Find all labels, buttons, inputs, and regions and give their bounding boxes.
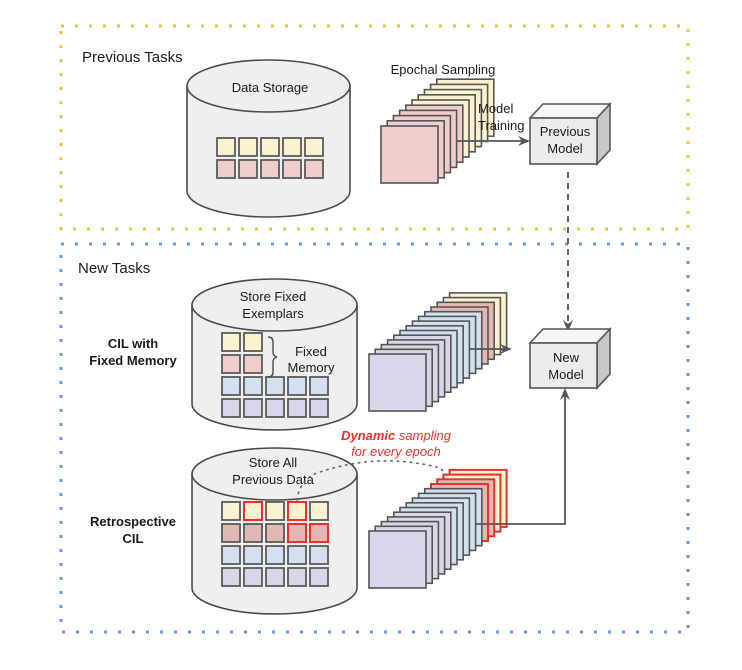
new-model-label-1: New bbox=[553, 350, 580, 365]
cil-fixed-label-1: CIL with bbox=[108, 336, 158, 351]
stack-layer bbox=[380, 125, 439, 184]
data-cell bbox=[309, 545, 329, 565]
data-cell bbox=[265, 376, 285, 396]
new-tasks-title: New Tasks bbox=[78, 260, 150, 277]
dynamic-sampling-stack bbox=[368, 468, 508, 589]
model-training-label-2: Training bbox=[478, 118, 524, 133]
data-cell bbox=[265, 523, 285, 543]
data-cell bbox=[260, 137, 280, 157]
selected-cell bbox=[287, 501, 307, 521]
data-cell bbox=[282, 159, 302, 179]
all-data-grid bbox=[221, 501, 329, 587]
fixed-memory-grid bbox=[221, 332, 329, 418]
dynamic-sampling-label: Dynamic sampling bbox=[341, 428, 452, 443]
data-cell bbox=[221, 523, 241, 543]
data-cell bbox=[260, 159, 280, 179]
data-cell bbox=[238, 137, 258, 157]
data-cell bbox=[243, 523, 263, 543]
stack-layer bbox=[368, 530, 427, 589]
data-cell bbox=[309, 567, 329, 587]
data-cell bbox=[216, 159, 236, 179]
store-fixed-label-1: Store Fixed bbox=[240, 289, 306, 304]
new-model-cube bbox=[528, 326, 612, 391]
stack-layer bbox=[368, 353, 427, 412]
data-cell bbox=[243, 398, 263, 418]
data-cell bbox=[304, 137, 324, 157]
previous-model-label-1: Previous bbox=[540, 124, 591, 139]
data-cell bbox=[287, 567, 307, 587]
data-cell bbox=[287, 376, 307, 396]
data-cell bbox=[309, 398, 329, 418]
data-cell bbox=[221, 332, 241, 352]
retro-cil-label-2: CIL bbox=[123, 531, 144, 546]
data-cell bbox=[282, 137, 302, 157]
dynamic-word: Dynamic bbox=[341, 428, 396, 443]
cylinder-top bbox=[191, 278, 358, 332]
selected-cell bbox=[309, 523, 329, 543]
data-cell bbox=[265, 501, 285, 521]
selected-cell bbox=[243, 501, 263, 521]
previous-tasks-title: Previous Tasks bbox=[82, 49, 183, 66]
data-cell bbox=[221, 398, 241, 418]
selected-cell bbox=[287, 523, 307, 543]
cil-fixed-label-2: Fixed Memory bbox=[89, 353, 177, 368]
data-storage-grid bbox=[216, 137, 324, 179]
fixed-memory-brace bbox=[267, 336, 278, 378]
store-all-label-1: Store All bbox=[249, 455, 298, 470]
model-training-label-1: Model bbox=[478, 101, 514, 116]
data-cell bbox=[221, 501, 241, 521]
store-all-label-2: Previous Data bbox=[232, 472, 314, 487]
dynamic-sampling-label-2: for every epoch bbox=[351, 444, 441, 459]
fixed-memory-label-2: Memory bbox=[288, 360, 335, 375]
epochal-sampling-stack bbox=[380, 78, 495, 184]
new-model-label-2: Model bbox=[548, 367, 584, 382]
data-cell bbox=[287, 398, 307, 418]
retro-training-arrow bbox=[475, 388, 570, 525]
sampling-word: sampling bbox=[395, 428, 451, 443]
data-cell bbox=[287, 545, 307, 565]
data-cell bbox=[221, 567, 241, 587]
data-cell bbox=[243, 545, 263, 565]
data-cell bbox=[265, 545, 285, 565]
data-storage-label: Data Storage bbox=[232, 80, 309, 95]
data-cell bbox=[243, 332, 263, 352]
data-cell bbox=[243, 376, 263, 396]
previous-model-label-2: Model bbox=[547, 141, 583, 156]
data-cell bbox=[243, 354, 263, 374]
fixed-memory-stack bbox=[368, 292, 508, 412]
dynamic-sampling-connector bbox=[296, 460, 448, 501]
data-cell bbox=[221, 376, 241, 396]
data-cell bbox=[238, 159, 258, 179]
cylinder-top bbox=[191, 447, 358, 501]
data-cell bbox=[221, 545, 241, 565]
data-cell bbox=[221, 354, 241, 374]
data-cell bbox=[265, 398, 285, 418]
new-tasks-frame bbox=[59, 242, 690, 634]
data-cell bbox=[309, 501, 329, 521]
data-cell bbox=[309, 376, 329, 396]
data-cell bbox=[304, 159, 324, 179]
data-cell bbox=[243, 567, 263, 587]
cylinder-top bbox=[186, 59, 351, 113]
store-fixed-label-2: Exemplars bbox=[242, 306, 304, 321]
previous-tasks-frame bbox=[59, 24, 690, 231]
fixed-memory-label-1: Fixed bbox=[295, 344, 327, 359]
previous-model-cube bbox=[528, 101, 612, 167]
data-cell bbox=[216, 137, 236, 157]
epochal-sampling-label: Epochal Sampling bbox=[391, 62, 496, 77]
data-cell bbox=[265, 567, 285, 587]
retro-cil-label-1: Retrospective bbox=[90, 514, 176, 529]
